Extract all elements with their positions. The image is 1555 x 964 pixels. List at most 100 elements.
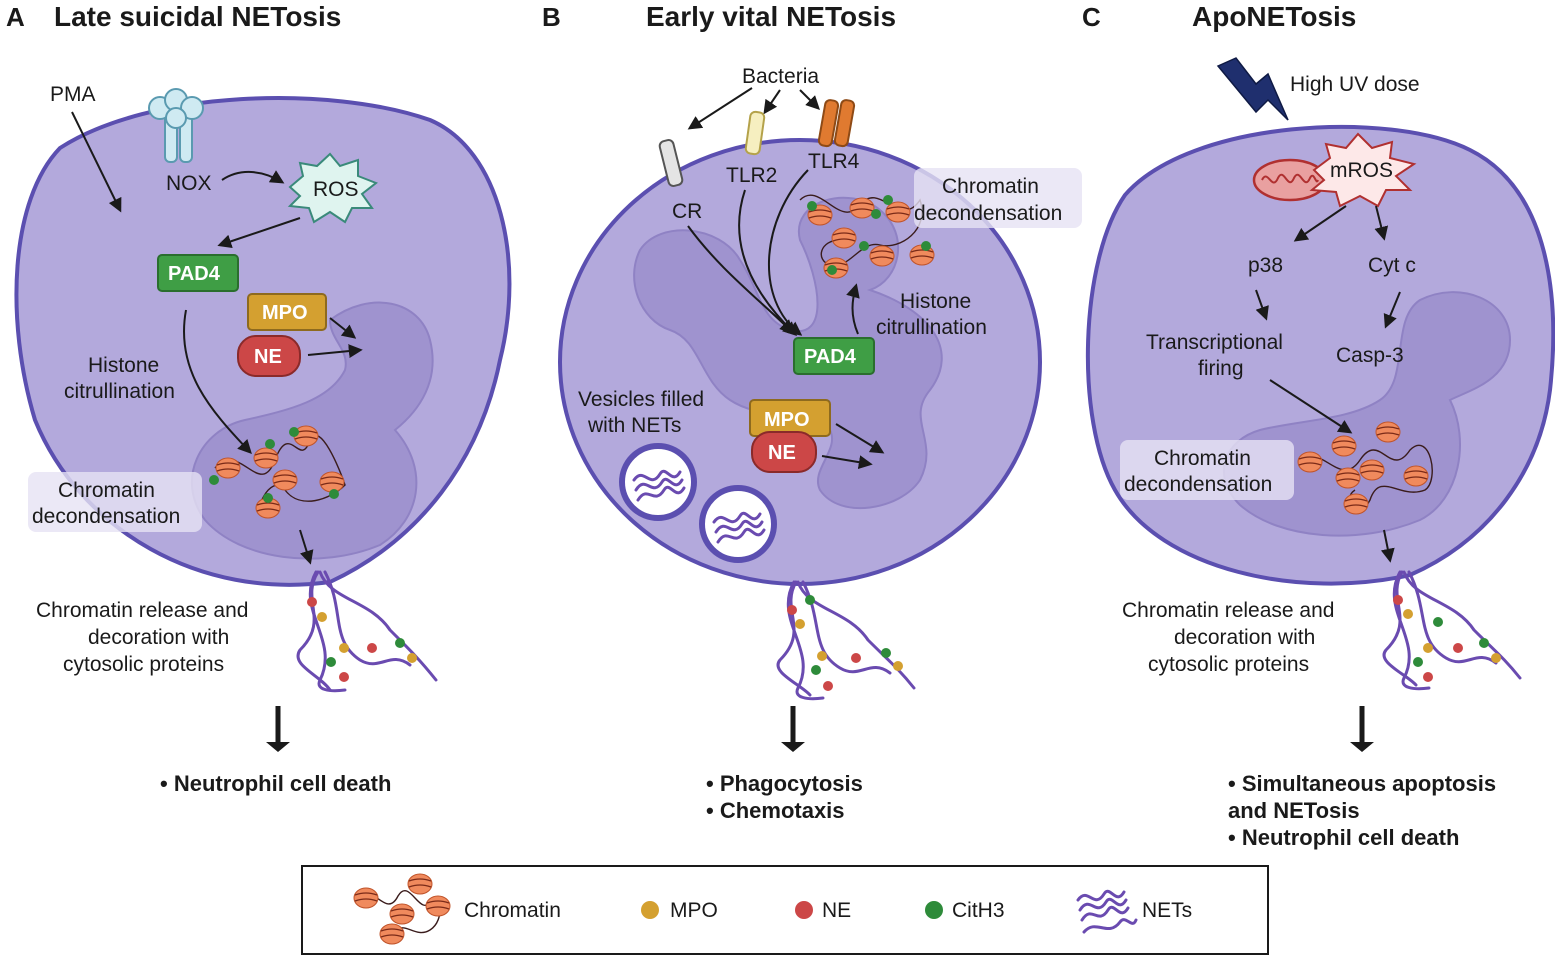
vesicles-line2: with NETs <box>587 414 681 437</box>
pad4-box-b <box>793 337 875 375</box>
chromatin-a-line1: Chromatin <box>58 479 155 502</box>
legend-cith3-dot <box>925 901 943 919</box>
panel-c-title: ApoNETosis <box>1192 1 1356 32</box>
tlr4-label: TLR4 <box>808 150 860 173</box>
uv-bolt-icon <box>1216 57 1289 121</box>
ne-label-a: NE <box>254 346 282 368</box>
panel-c: C ApoNETosis High UV dose mROS p38 Cyt c… <box>1082 1 1555 850</box>
transcript-line2: firing <box>1198 357 1244 380</box>
nets-strands-b <box>776 580 916 701</box>
tlr2-to-pad4-arrow <box>738 189 798 336</box>
mpo-label-a: MPO <box>262 302 308 324</box>
release-c-line3: cytosolic proteins <box>1148 653 1309 676</box>
bacteria-arrow-tlr2 <box>763 89 781 115</box>
bacteria-label: Bacteria <box>742 65 819 88</box>
nucleus-c <box>1222 291 1512 537</box>
mros-to-cytc-arrow <box>1374 205 1389 241</box>
nets-strands-c <box>1382 570 1522 691</box>
legend-chromatin-icon <box>353 873 451 945</box>
outcome-c-2: and NETosis <box>1228 798 1360 823</box>
tlr2-label: TLR2 <box>726 164 777 187</box>
histone-a-line2: citrullination <box>64 380 175 403</box>
mpo-arrow-a <box>329 317 357 339</box>
release-c-line2: decoration with <box>1174 626 1315 649</box>
ne-box-a <box>237 335 301 377</box>
pad4-label-a: PAD4 <box>168 263 221 285</box>
outcome-b-1: • Phagocytosis <box>706 771 863 796</box>
panel-b: B Early vital NETosis Bacteria CR TLR2 T… <box>542 1 1082 823</box>
mpo-box-a <box>247 293 327 331</box>
tlr4-to-pad4-arrow <box>767 169 809 336</box>
mpo-label-b: MPO <box>764 409 810 431</box>
release-a-line3: cytosolic proteins <box>63 653 224 676</box>
legend-nets-icon <box>1076 889 1138 934</box>
ne-arrow-b <box>821 455 873 470</box>
p38-arrow <box>1255 289 1269 321</box>
chromatin-a-line2: decondensation <box>32 505 180 528</box>
legend: Chromatin MPO NE CitH3 NETs <box>301 865 1269 955</box>
ros-to-pad4-arrow <box>217 217 301 249</box>
chromatin-c-line1: Chromatin <box>1154 447 1251 470</box>
mitochondria-icon <box>1252 158 1328 202</box>
chromatin-b-line2: decondensation <box>914 202 1062 225</box>
legend-cith3-label: CitH3 <box>952 899 1005 922</box>
vesicle-icon-1 <box>619 443 697 521</box>
outcome-c-3: • Neutrophil cell death <box>1228 825 1459 850</box>
panel-c-letter: C <box>1082 2 1101 32</box>
p38-label: p38 <box>1248 254 1283 277</box>
vesicle-icon-2 <box>699 485 777 563</box>
cr-receptor-icon <box>658 139 684 187</box>
cr-label: CR <box>672 200 702 223</box>
legend-ne-dot <box>795 901 813 919</box>
outcome-b-2: • Chemotaxis <box>706 798 845 823</box>
legend-ne-label: NE <box>822 899 851 922</box>
nox-to-ros-arrow <box>221 170 285 184</box>
cr-to-pad4-arrow <box>687 225 794 334</box>
ne-box-b <box>751 431 817 473</box>
mros-label: mROS <box>1330 159 1393 182</box>
mros-to-p38-arrow <box>1293 205 1347 242</box>
pma-label: PMA <box>50 83 96 106</box>
tlr4-receptor-icon <box>817 99 856 148</box>
pma-arrow <box>71 111 122 213</box>
uv-label: High UV dose <box>1290 73 1420 96</box>
chromatin-label-bg-c <box>1120 440 1294 500</box>
histone-b-line1: Histone <box>900 290 971 313</box>
pad4-label-b: PAD4 <box>804 346 857 368</box>
chromatin-b-line1: Chromatin <box>942 175 1039 198</box>
chromatin-label-bg-b <box>914 168 1082 228</box>
ne-label-b: NE <box>768 442 796 464</box>
transcript-line1: Transcriptional <box>1146 331 1283 354</box>
legend-mpo-label: MPO <box>670 899 718 922</box>
mros-burst-icon <box>1309 132 1417 208</box>
histone-a-line1: Histone <box>88 354 159 377</box>
chromatin-cluster-a <box>209 425 346 519</box>
nets-strands-a <box>296 570 438 693</box>
outcome-a-1: • Neutrophil cell death <box>160 771 391 796</box>
outcome-c-1: • Simultaneous apoptosis <box>1228 771 1496 796</box>
mpo-arrow-b <box>835 423 885 454</box>
pad4-to-chromatin-arrow-a <box>182 309 252 455</box>
casp3-label: Casp-3 <box>1336 344 1404 367</box>
release-arrow-c <box>1380 529 1395 563</box>
legend-mpo-dot <box>641 901 659 919</box>
cytc-arrow <box>1383 291 1401 329</box>
release-arrow-a <box>299 529 314 565</box>
ros-burst-icon <box>287 152 378 224</box>
nox-label: NOX <box>166 172 212 195</box>
cytc-label: Cyt c <box>1368 254 1416 277</box>
ros-label: ROS <box>313 178 359 201</box>
bacteria-arrow-tlr4 <box>799 89 820 110</box>
nox-receptor-icon <box>148 88 204 163</box>
chromatin-label-bg-a <box>28 472 202 532</box>
vesicles-line1: Vesicles filled <box>578 388 704 411</box>
chromatin-c-line2: decondensation <box>1124 473 1272 496</box>
panel-b-letter: B <box>542 2 561 32</box>
release-a-line2: decoration with <box>88 626 229 649</box>
histone-b-line2: citrullination <box>876 316 987 339</box>
release-a-line1: Chromatin release and <box>36 599 248 622</box>
legend-nets-label: NETs <box>1142 899 1192 922</box>
panel-a-letter: A <box>6 2 25 32</box>
chromatin-cluster-c <box>1297 421 1433 515</box>
